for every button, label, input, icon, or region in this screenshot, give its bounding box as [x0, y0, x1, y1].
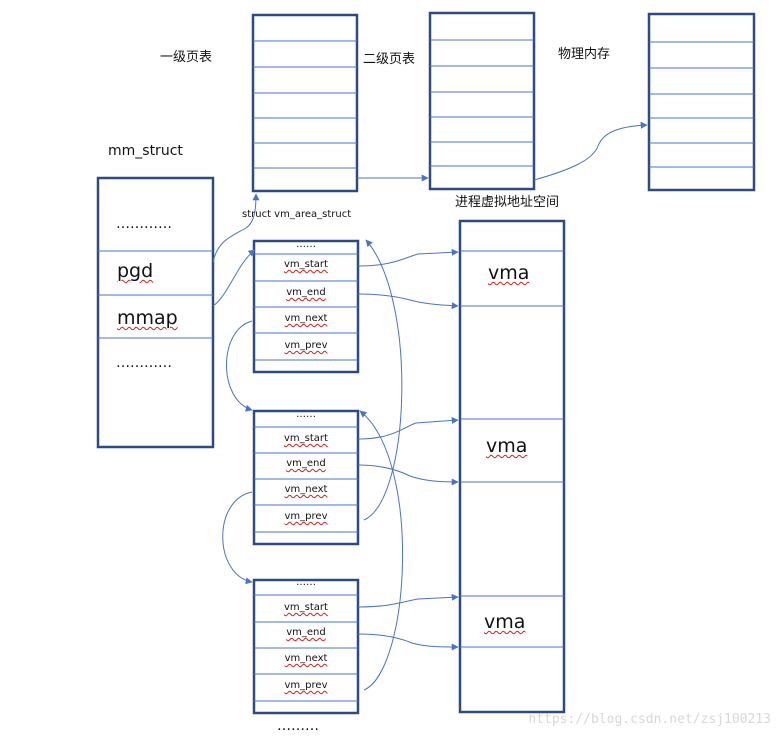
physical-memory-table: [647, 12, 756, 192]
vma1-start-arrow: [357, 248, 459, 267]
vma1-end-arrow: [357, 293, 459, 310]
vma-struct-box-2: [252, 409, 360, 546]
vm-prev-arrow-2: [363, 239, 403, 521]
vma2-end-arrow: [357, 464, 459, 486]
mm-struct-label: mm_struct: [108, 143, 183, 159]
vma-struct-2-vm-next: vm_next: [284, 484, 328, 495]
l1-page-table: [251, 13, 359, 193]
l2-table-label: 二级页表: [363, 52, 416, 67]
vma-struct-3-vm-start: vm_start: [284, 602, 328, 613]
vm-next-arrow-1: [226, 320, 253, 412]
process-vspace-label: 进程虚拟地址空间: [455, 195, 560, 210]
mm-struct-box: [96, 176, 215, 449]
vma-struct-box-3: [252, 578, 360, 715]
mm-row-ellipsis-bottom: …………: [116, 355, 172, 371]
vma3-end-arrow: [357, 633, 459, 651]
vma-struct-3-header: ……: [296, 577, 316, 588]
vma-struct-box-1: [252, 239, 360, 374]
vma-struct-1-vm-prev: vm_prev: [284, 340, 328, 351]
mm-row-mmap: mmap: [117, 307, 178, 329]
vma-struct-3-vm-prev: vm_prev: [284, 680, 328, 691]
vma-struct-1-vm-end: vm_end: [286, 287, 326, 298]
mmap-arrow: [212, 249, 256, 307]
vma-struct-3-vm-end: vm_end: [286, 627, 326, 638]
physical-memory-label: 物理内存: [558, 47, 611, 62]
vma-struct-1-vm-start: vm_start: [284, 259, 328, 270]
vm-area-struct-label: struct vm_area_struct: [242, 209, 352, 220]
connectors: [212, 121, 648, 691]
l2-page-table: [428, 11, 536, 191]
vma-struct-2-vm-start: vm_start: [284, 433, 328, 444]
vm-prev-arrow-3: [359, 410, 404, 691]
l2-to-phys-arrow: [533, 121, 648, 181]
vma-struct-2-header: ……: [296, 409, 316, 420]
vma-struct-2-vm-end: vm_end: [286, 458, 326, 469]
l1-table-label: 一级页表: [160, 50, 213, 65]
vma-region-1-label: vma: [488, 262, 530, 284]
vma-struct-1-header: ……: [296, 239, 316, 250]
mm-row-ellipsis-top: …………: [116, 216, 172, 232]
virtual-address-space-box: [458, 219, 566, 714]
vma-region-2-label: vma: [486, 435, 528, 457]
vma-struct-2-vm-prev: vm_prev: [284, 511, 328, 522]
vma-struct-3-vm-next: vm_next: [284, 653, 328, 664]
vma2-start-arrow: [357, 416, 459, 440]
pgd-arrow: [212, 193, 260, 263]
vm-next-arrow-2: [222, 491, 253, 585]
trailing-ellipsis: ………: [277, 718, 319, 734]
vma-struct-1-vm-next: vm_next: [284, 313, 328, 324]
watermark-text: https://blog.csdn.net/zsj100213: [528, 712, 771, 727]
mm-row-pgd: pgd: [117, 260, 154, 282]
vma3-start-arrow: [357, 593, 459, 608]
vma-region-3-label: vma: [484, 611, 526, 633]
